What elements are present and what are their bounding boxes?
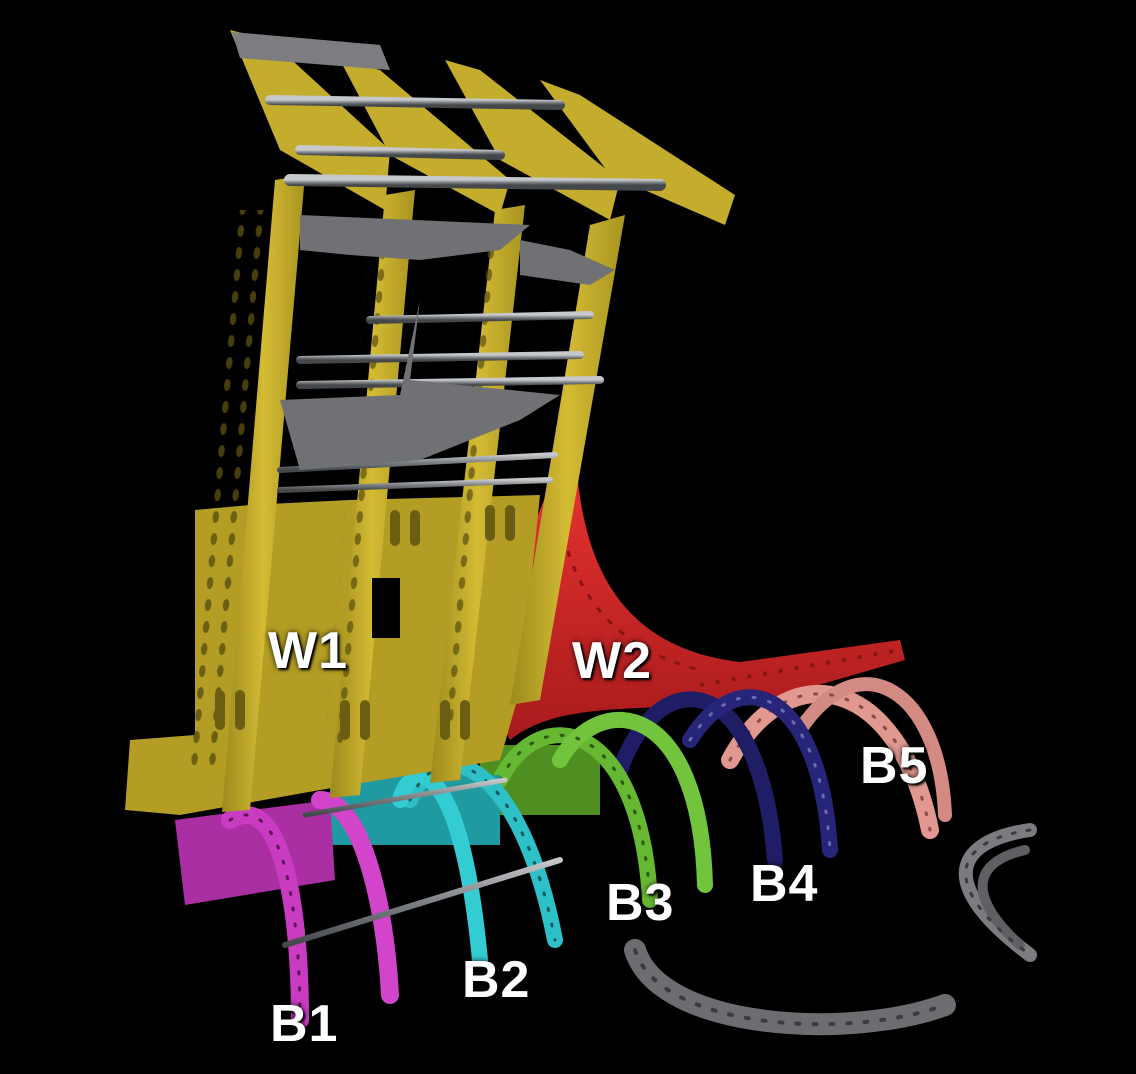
frame-plates	[280, 215, 615, 470]
label-b5: B5	[860, 737, 929, 795]
loose-arc-large	[624, 939, 956, 1036]
b1-ribs	[175, 791, 399, 1029]
label-b2: B2	[462, 951, 531, 1009]
lower-rods	[282, 777, 563, 948]
label-w1: W1	[268, 622, 348, 680]
label-b3: B3	[606, 874, 675, 932]
w2-wall	[500, 482, 905, 740]
frame-rods	[265, 95, 666, 493]
label-w2: W2	[572, 632, 652, 690]
loose-arc-small	[958, 823, 1037, 962]
b5-ribs	[721, 677, 952, 839]
label-b4: B4	[750, 855, 819, 913]
label-b1: B1	[270, 995, 339, 1053]
